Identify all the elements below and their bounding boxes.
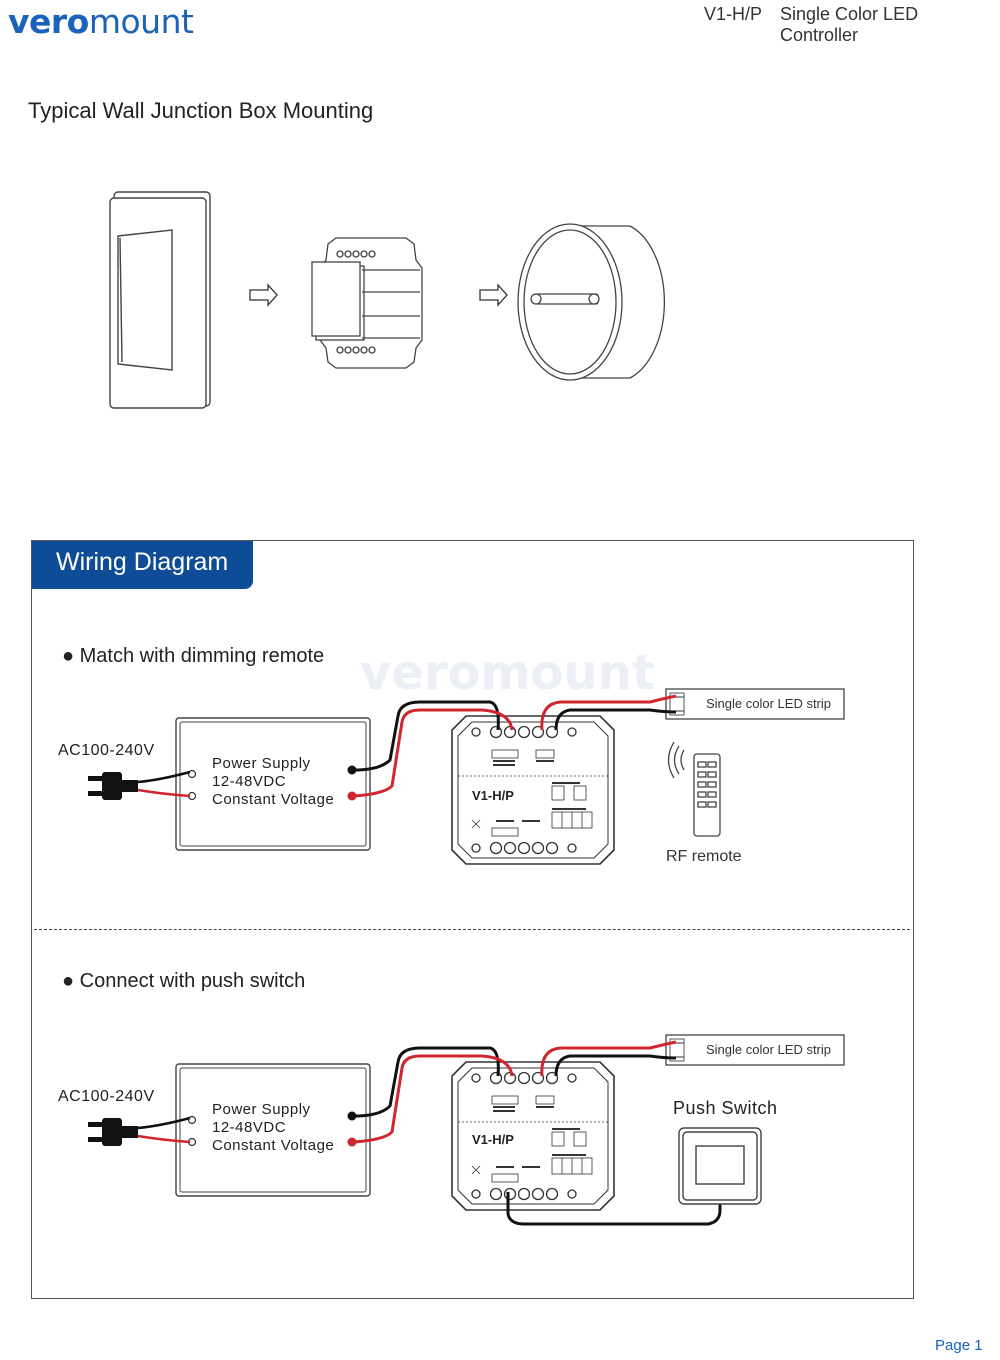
psu-line: Constant Voltage (212, 791, 335, 808)
controller-name: V1-H/P (472, 1132, 514, 1147)
wiring-diagram-tab (32, 541, 253, 589)
section-bullet-remote: ● Match with dimming remote (62, 645, 325, 667)
psu-line: 12-48VDC (212, 1119, 287, 1136)
rf-remote-icon (667, 741, 721, 837)
psu-line: Power Supply (212, 1101, 311, 1118)
brand-logo: veromount (8, 2, 194, 41)
mounting-title: Typical Wall Junction Box Mounting (28, 98, 374, 123)
bullet-text: Match with dimming remote (79, 645, 325, 667)
page-number: Page 1 (935, 1337, 983, 1354)
section1-drawing (88, 688, 845, 865)
section-bullet-switch: ● Connect with push switch (62, 970, 306, 992)
header-model: V1-H/P (704, 4, 763, 24)
led-strip-label: Single color LED strip (706, 1042, 831, 1057)
ac-plug-icon (88, 772, 138, 800)
psu-line: Power Supply (212, 755, 311, 772)
arrow-right-icon (479, 283, 508, 307)
logo-part-light: mount (88, 2, 194, 41)
rf-remote-label: RF remote (666, 848, 742, 865)
psu-line: Constant Voltage (212, 1137, 335, 1154)
power-supply-label: Power Supply 12-48VDC Constant Voltage (212, 1101, 334, 1155)
wiring-diagram-title: Wiring Diagram (56, 548, 229, 576)
ac-voltage-label: AC100-240V (58, 1088, 155, 1105)
controller-name: V1-H/P (472, 788, 514, 803)
ac-plug-icon (88, 1118, 138, 1146)
controller-module-icon (311, 237, 423, 369)
mounting-illustration (109, 191, 665, 409)
power-supply-label: Power Supply 12-48VDC Constant Voltage (212, 755, 334, 809)
push-switch-label: Push Switch (673, 1098, 778, 1118)
led-strip-label: Single color LED strip (706, 696, 831, 711)
bullet-text: Connect with push switch (79, 970, 306, 992)
push-switch-icon (678, 1127, 762, 1205)
logo-part-bold: vero (8, 2, 89, 41)
header-title: Single Color LED Controller (780, 4, 919, 45)
wall-switch-icon (109, 191, 211, 409)
section-divider (34, 929, 910, 930)
section2-drawing (88, 1034, 845, 1226)
ac-voltage-label: AC100-240V (58, 742, 155, 759)
arrow-right-icon (249, 283, 278, 307)
junction-box-icon (517, 223, 665, 381)
wiring-diagram-frame (31, 540, 914, 1299)
watermark: veromount (360, 645, 655, 701)
psu-line: 12-48VDC (212, 773, 287, 790)
